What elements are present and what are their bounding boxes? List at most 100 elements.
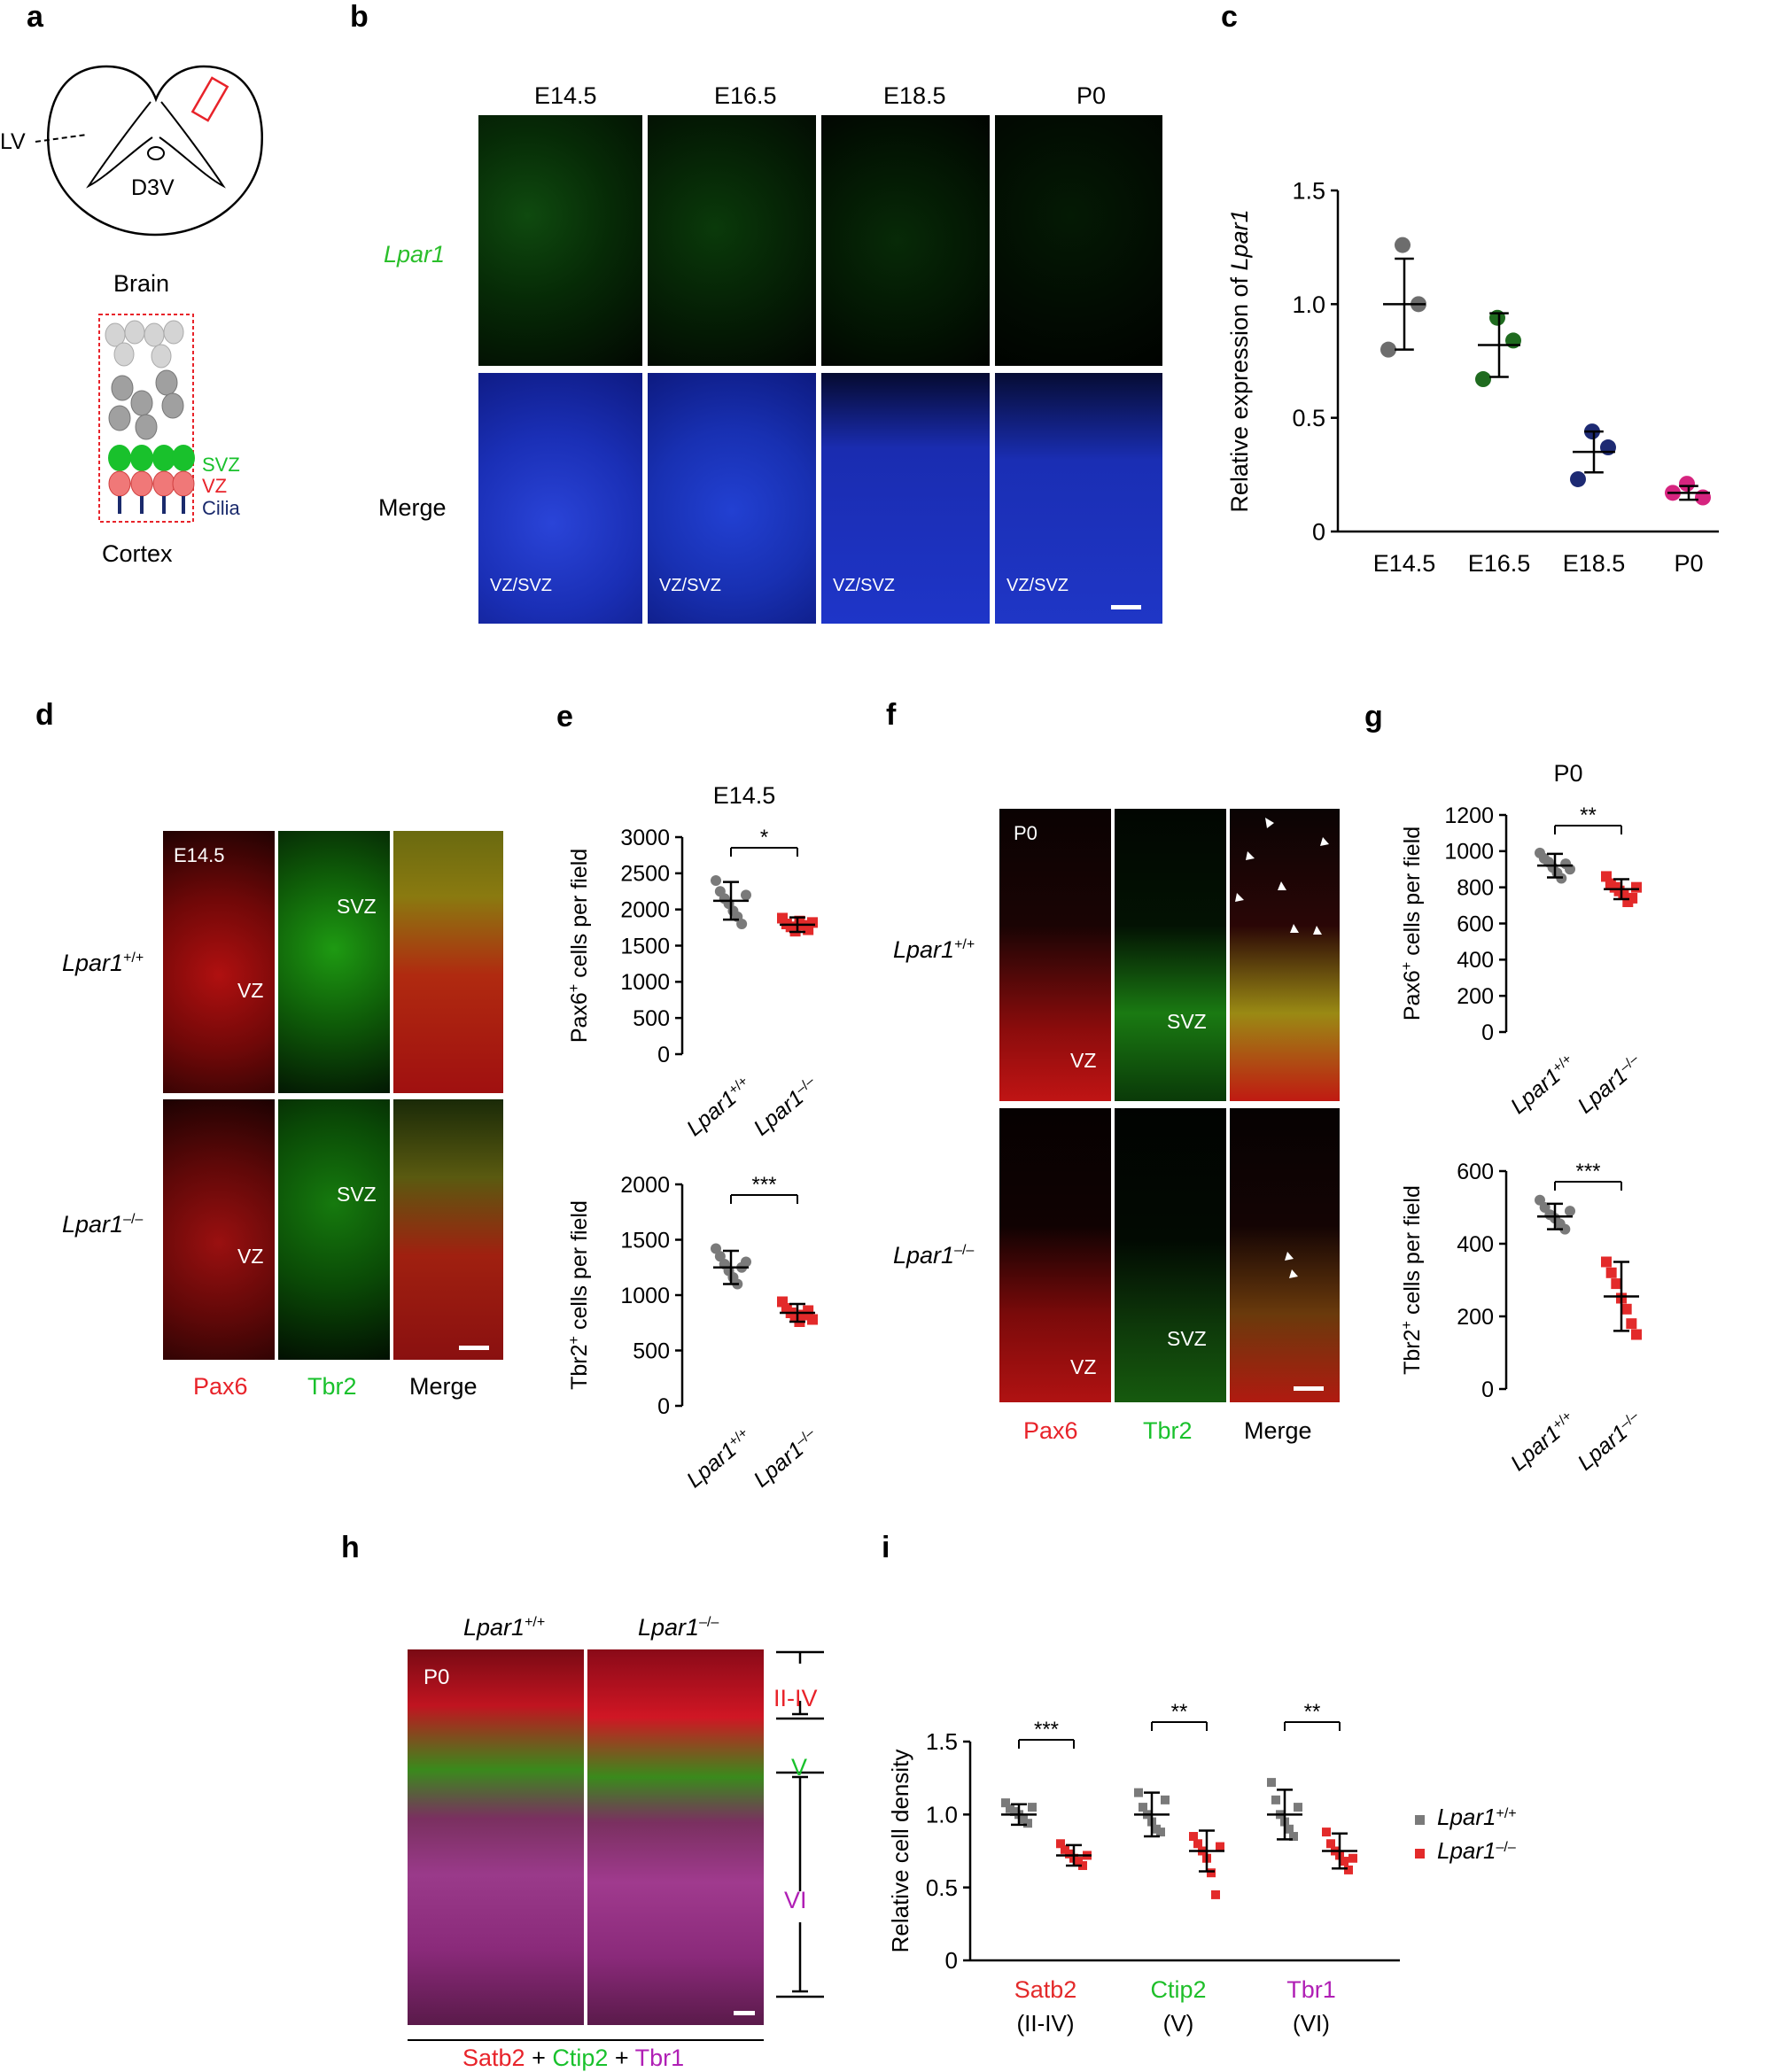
x-tick-label-wt: Lpar1+/+ (682, 1424, 757, 1493)
cell-layer-outer (105, 320, 184, 369)
svz-cells (108, 445, 195, 471)
y-axis-title-part: cells per field (1400, 826, 1425, 962)
h-stain-legend: Satb2 + Ctip2 + Tbr1 (462, 2045, 684, 2072)
data-point (1631, 881, 1642, 893)
x-tick-label-ko: Lpar1–/– (1573, 1408, 1647, 1476)
f-pax6-wt (999, 809, 1111, 1101)
sig-marker: *** (751, 1173, 776, 1197)
h-col-ko: Lpar1–/– (638, 1614, 719, 1641)
x-group-label: Satb2 (1014, 1976, 1077, 2003)
y-axis-title-part: Lpar1 (1226, 209, 1253, 270)
x-tick-label: P0 (1674, 550, 1703, 577)
y-axis-title-part: cells per field (1400, 1185, 1425, 1321)
b-inset-1: VZ/SVZ (490, 576, 553, 595)
d-row1-gene: Lpar1 (62, 950, 124, 976)
h-col-wt-sup: +/+ (525, 1615, 546, 1630)
b-scale-bar (1111, 605, 1141, 609)
y-tick-label: 1500 (620, 934, 670, 958)
brain-label: Brain (113, 270, 170, 297)
data-point (1395, 237, 1411, 253)
y-tick-label: 0 (1481, 1020, 1494, 1045)
f-tbr2-ko (1115, 1108, 1226, 1402)
y-tick-label: 3000 (620, 826, 670, 850)
y-tick-label: 1500 (620, 1228, 670, 1253)
b-col-e14: E14.5 (534, 82, 597, 109)
sig-marker: * (760, 826, 768, 850)
y-tick-label: 0 (657, 1394, 670, 1419)
h-stain-tbr1: Tbr1 (634, 2045, 685, 2071)
y-axis-title-part: Relative cell density (887, 1750, 913, 1953)
f-row2-sup: –/– (954, 1243, 975, 1258)
data-point (1627, 892, 1638, 904)
data-point (1023, 1819, 1032, 1828)
d-vz-wt: VZ (237, 979, 264, 1002)
x-tick-label: E18.5 (1563, 550, 1626, 577)
data-point (1161, 1795, 1170, 1804)
y-tick-label: 1.0 (1292, 291, 1325, 318)
cilia (118, 496, 185, 514)
b-inset-2: VZ/SVZ (659, 576, 722, 595)
data-point (1134, 1788, 1143, 1797)
d-row1-label: Lpar1+/+ (62, 950, 144, 977)
x-tick-label: E14.5 (1373, 550, 1436, 577)
panel-label-e: e (556, 700, 573, 733)
data-point (1216, 1842, 1224, 1851)
data-point (1611, 1278, 1622, 1290)
y-tick-label: 0 (1481, 1377, 1494, 1402)
d-row1-sup: +/+ (123, 951, 144, 966)
y-tick-label: 200 (1457, 984, 1494, 1009)
sig-marker: ** (1171, 1700, 1188, 1724)
y-tick-label: 1.0 (926, 1801, 958, 1828)
vz-legend: VZ (202, 475, 228, 497)
d-pax6-ko (163, 1099, 275, 1360)
data-point (1601, 871, 1612, 882)
f-row1-label: Lpar1+/+ (893, 936, 975, 964)
y-axis-title: Pax6+ cells per field (566, 849, 592, 1043)
data-point (1001, 1798, 1010, 1808)
h-stain-plus1: + (525, 2045, 553, 2071)
b-merge-p0 (995, 373, 1162, 624)
data-point (1271, 1795, 1280, 1804)
d-stage: E14.5 (174, 844, 225, 866)
y-axis-title-part: cells per field (567, 849, 592, 984)
legend-sup: +/+ (1496, 1806, 1517, 1821)
data-point (1056, 1839, 1065, 1849)
data-point (1626, 1318, 1637, 1330)
y-axis-title-part: Tbr2 (1400, 1329, 1425, 1374)
legend-marker (1415, 1849, 1425, 1859)
f-merge-ko (1230, 1108, 1340, 1402)
y-tick-label: 600 (1457, 912, 1494, 936)
y-tick-label: 0.5 (926, 1874, 958, 1901)
d-ch-merge: Merge (409, 1373, 478, 1400)
f-row2-label: Lpar1–/– (893, 1242, 974, 1269)
data-point (736, 919, 748, 929)
data-point (807, 917, 818, 928)
data-point (711, 875, 721, 886)
y-tick-label: 400 (1457, 1232, 1494, 1257)
data-point (1631, 1329, 1642, 1340)
data-point (711, 1243, 721, 1254)
h-image-wt (408, 1649, 584, 2025)
h-col-wt-gene: Lpar1 (463, 1614, 525, 1641)
b-merge-e18 (821, 373, 990, 624)
y-axis-title: Pax6+ cells per field (1399, 826, 1425, 1020)
b-inset-4: VZ/SVZ (1006, 576, 1069, 595)
y-axis-title: Tbr2+ cells per field (566, 1200, 592, 1390)
y-tick-label: 1200 (1444, 803, 1494, 828)
sig-marker: *** (1034, 1718, 1059, 1742)
vz-cells (108, 470, 195, 497)
b-col-p0: P0 (1076, 82, 1107, 109)
y-tick-label: 1.5 (926, 1728, 958, 1755)
panel-label-b: b (350, 0, 369, 34)
b-lpar1-e18 (821, 115, 990, 366)
f-scale-bar (1294, 1386, 1324, 1391)
d-svz-ko: SVZ (337, 1183, 377, 1206)
brain-schematic (35, 65, 263, 523)
f-svz-ko: SVZ (1167, 1327, 1207, 1350)
y-tick-label: 500 (633, 1339, 670, 1363)
panel-label-a: a (27, 0, 43, 34)
b-lpar1-e16 (648, 115, 816, 366)
x-tick-label-wt: Lpar1+/+ (1506, 1051, 1581, 1119)
sig-marker: *** (1575, 1160, 1600, 1183)
